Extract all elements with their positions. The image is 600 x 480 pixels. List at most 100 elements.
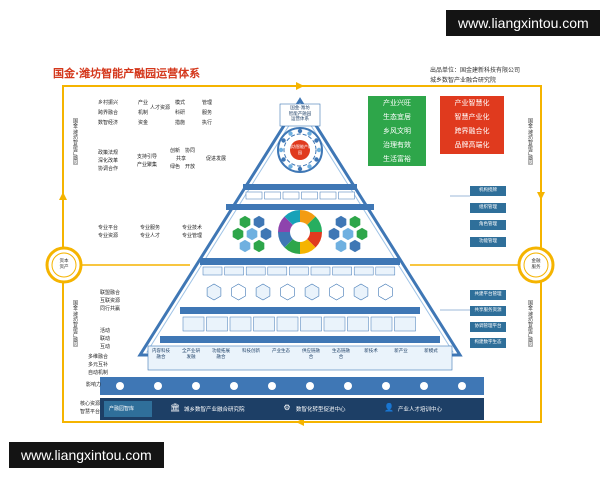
icon-row-dot (116, 382, 124, 390)
left-text-r3c2: 资金 (138, 120, 149, 126)
tier-4-cell (206, 316, 228, 332)
left-text-activity-3: 互动 (100, 344, 111, 350)
middle-hex-right (328, 215, 368, 253)
bottom-cell-9: 新产业 (394, 349, 408, 354)
left-text-policy-2: 深化改革 (98, 158, 119, 164)
green-goal-3: 乡风文明 (383, 127, 411, 135)
green-goals-box: 产业兴旺 生态宜居 乡风文明 治理有效 生活富裕 (368, 96, 426, 166)
tier-3-cell (289, 266, 309, 276)
hex-left-cell (253, 215, 265, 229)
bottom-center-2: 数智化转型促进中心 (296, 407, 346, 413)
hex-left-cell (239, 215, 251, 229)
left-text-r3c4: 执行 (202, 120, 213, 126)
hex-row (206, 283, 393, 301)
hex-right-cell (335, 239, 347, 253)
bottom-cell-6: 供应链融合 (302, 349, 320, 360)
tier-band-1 (243, 184, 357, 190)
left-text-concept-1: 创新 (170, 148, 181, 154)
tier-band-3 (200, 258, 400, 265)
middle-hex-left (232, 215, 272, 253)
icon-row (116, 382, 466, 390)
icon-row-dot (306, 382, 314, 390)
tier-4-cell (276, 316, 299, 332)
left-text-r3c1: 数智经济 (98, 120, 119, 126)
tier-1-cell (264, 191, 281, 200)
apex-label: 国金·潍坊 智能产融园 运营体系 (288, 106, 312, 122)
right-vertical-label-lower: 国金·潍坊智能产融园 (527, 300, 533, 347)
icon-row-dot (230, 382, 238, 390)
bottom-center-1: 城乡数智产业融合研究院 (184, 407, 245, 413)
bottom-cell-2: 全产业研发融 (182, 349, 200, 360)
left-text-support-2: 产业聚集 (137, 162, 158, 168)
hex-right-cell (342, 227, 354, 241)
left-text-alliance-1: 联盟融合 (100, 290, 121, 296)
center-hub-label: 潍坊智能产融园 (288, 144, 312, 155)
tier-1-cell (245, 191, 263, 200)
tier-3-cell (224, 266, 244, 276)
icon-row-dot (458, 382, 466, 390)
ring-dot (297, 128, 303, 134)
hex-row-cell (378, 283, 393, 301)
tier-3-cell (332, 266, 352, 276)
red-goal-1: 产业智慧化 (454, 99, 490, 107)
hex-right-cell (328, 227, 340, 241)
right-side-lower-1: 共建平台管理 (470, 290, 506, 300)
bottom-cell-4: 科技创新 (242, 349, 260, 354)
hex-right-cell (349, 215, 361, 229)
tier-band-4 (180, 307, 420, 314)
bottom-cell-7: 生态链融合 (332, 349, 350, 360)
tier-4-cell (300, 316, 322, 332)
left-text-alliance-2: 互联资源 (100, 298, 121, 304)
ring-dot (281, 157, 286, 162)
red-goal-4: 品牌高端化 (454, 141, 490, 149)
bottom-cell-8: 新技术 (364, 349, 378, 354)
left-text-alliance-3: 同行共赢 (100, 306, 121, 312)
hex-left-cell (246, 227, 258, 241)
top-ring-dots (278, 128, 322, 172)
icon-row-dot (192, 382, 200, 390)
hex-row-cell (353, 283, 369, 301)
left-text-multi-1: 多维融合 (88, 354, 109, 360)
ring-dot (307, 131, 312, 136)
frame-arrow-top (296, 82, 304, 90)
left-text-r1c3: 模式 (175, 100, 186, 106)
ring-dot (297, 166, 303, 172)
tier-4-cell (323, 316, 346, 332)
left-text-core-2: 智慧平台 (80, 409, 101, 415)
left-text-concept-2: 协同 (185, 148, 196, 154)
tier-band-5 (160, 336, 440, 343)
right-side-lower-3: 协调管理平台 (470, 322, 506, 332)
right-side-upper-3: 角色管理 (470, 220, 506, 230)
tier-1-cell (319, 191, 337, 200)
top-ring-core (290, 140, 310, 160)
red-goal-3: 跨界融合化 (454, 127, 490, 135)
left-text-pro-resource: 专业资源 (98, 233, 119, 239)
left-text-pro-platform: 专业平台 (98, 225, 119, 231)
hex-left-cell (232, 227, 244, 241)
bottom-cell-1: 内容科技融合 (152, 349, 170, 360)
tier-band-2 (226, 204, 374, 210)
tier-3-cell (310, 266, 331, 276)
red-goal-2: 智慧产业化 (454, 113, 490, 121)
tier-4-cell (253, 316, 275, 332)
left-text-activity-1: 活动 (100, 328, 111, 334)
left-text-r1c2: 产业 (138, 100, 149, 106)
green-goal-2: 生态宜居 (383, 113, 411, 121)
left-text-policy-1: 政策法规 (98, 150, 119, 156)
left-text-pro-mgmt: 专业管理 (182, 233, 203, 239)
tier-1-cells (245, 191, 355, 200)
bottom-bar-label-box (104, 401, 152, 417)
left-text-r1c4: 管理 (202, 100, 213, 106)
hex-left-cell (253, 239, 265, 253)
ring-dot (288, 131, 293, 136)
ring-dot (278, 147, 284, 153)
left-text-multi-2: 多元互补 (88, 362, 109, 368)
right-circle-inner (523, 252, 549, 278)
tier-4-cell (370, 316, 393, 332)
right-side-lower-2: 共享服务资源 (470, 306, 506, 316)
bottom-bar-label: 产融园智库 (109, 406, 135, 412)
left-text-support-1: 支持引导 (137, 154, 158, 160)
green-goal-4: 治理有效 (383, 141, 411, 149)
left-text-talent: 人才资源 (150, 105, 171, 111)
tier-4-cell (182, 316, 205, 332)
